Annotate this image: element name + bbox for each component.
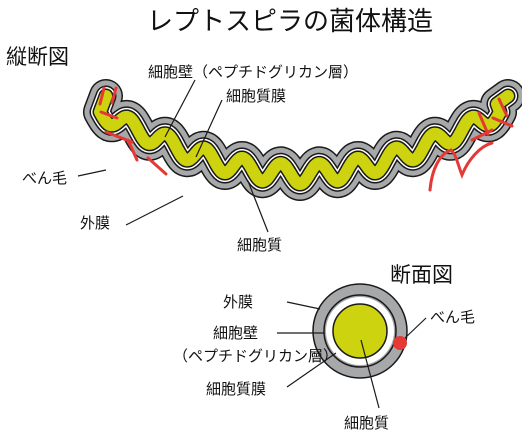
cytoplasm-layer <box>94 90 514 190</box>
cross-label-cell-wall-sub: （ペプチドグリカン層） <box>173 347 338 365</box>
cross-label-cytoplasm: 細胞質 <box>344 414 389 432</box>
leader-cell-wall <box>164 79 196 138</box>
longitudinal-body <box>83 79 522 201</box>
label-flagellum: べん毛 <box>22 169 67 187</box>
cross-section-heading: 断面図 <box>390 263 453 287</box>
longitudinal-heading: 縦断図 <box>6 45 69 69</box>
label-cytoplasm: 細胞質 <box>237 236 282 254</box>
cross-cytoplasm <box>332 303 388 359</box>
leader-cell-membrane <box>195 99 223 158</box>
leader-cross-cytoplasm <box>360 339 380 409</box>
label-cell-membrane: 細胞質膜 <box>226 87 286 105</box>
cross-label-outer-membrane: 外膜 <box>223 293 253 311</box>
leader-cross-outer <box>286 301 321 310</box>
leader-cross-membrane <box>286 352 337 388</box>
cross-flagellum <box>393 336 407 350</box>
diagram-title: レプトスピラの菌体構造 <box>147 7 433 37</box>
cross-section <box>312 283 408 379</box>
cross-label-flagellum: べん毛 <box>430 308 475 326</box>
flagellum-right <box>428 97 514 192</box>
cross-section-leader-lines <box>277 301 427 409</box>
flagellum-left <box>98 86 168 176</box>
leader-flagellum <box>77 169 107 177</box>
label-cell-wall: 細胞壁（ペプチドグリカン層） <box>148 63 358 81</box>
flagella <box>98 86 514 192</box>
longitudinal-leader-lines <box>77 79 269 233</box>
cross-cell-wall <box>323 294 397 368</box>
leader-cross-flagellum <box>404 317 427 339</box>
leader-outer-membrane <box>125 195 184 226</box>
label-outer-membrane: 外膜 <box>80 214 110 232</box>
cross-label-cell-wall: 細胞壁 <box>213 324 258 342</box>
leader-cytoplasm <box>247 180 269 233</box>
cross-label-cell-membrane: 細胞質膜 <box>206 380 266 398</box>
